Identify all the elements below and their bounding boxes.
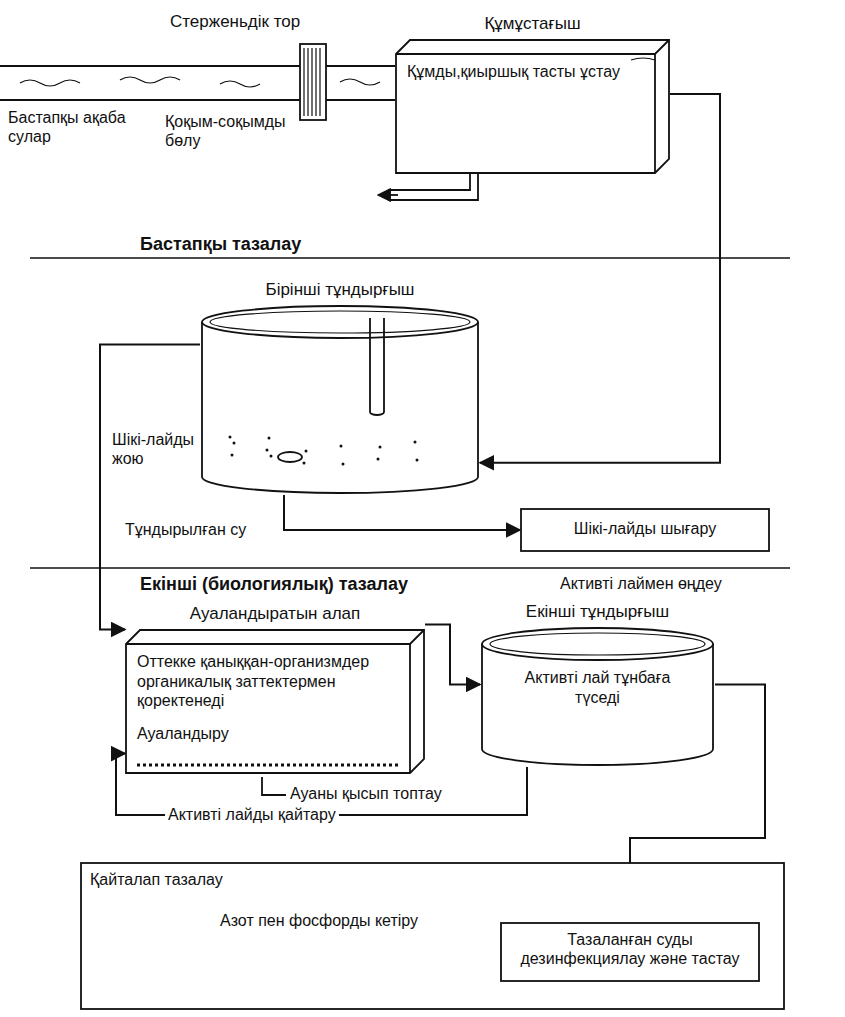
particle bbox=[377, 458, 380, 461]
aerator-bar bbox=[137, 764, 399, 767]
wave bbox=[631, 58, 655, 60]
bar-screen bbox=[300, 44, 326, 120]
pipe-connector bbox=[284, 495, 520, 530]
particle bbox=[379, 446, 382, 449]
particle bbox=[233, 442, 236, 445]
outline-group bbox=[396, 40, 669, 173]
part-name: Стерженьдік тор bbox=[170, 12, 340, 32]
note: Шікі-лайды жою bbox=[112, 430, 197, 468]
note: Ауаны қысып топтау bbox=[290, 784, 470, 803]
section-heading: Екінші (биологиялық) тазалау bbox=[140, 574, 470, 596]
box-outline bbox=[501, 923, 759, 981]
tertiary-box: Қайталап тазалауАзот пен фосфорды кетіру… bbox=[80, 862, 785, 1010]
node-outline bbox=[395, 14, 670, 174]
node-text: Азот пен фосфорды кетіру bbox=[80, 897, 450, 930]
particle bbox=[414, 441, 417, 444]
particle bbox=[416, 459, 419, 462]
node-outline bbox=[200, 280, 480, 495]
node-text: Оттекке қаныққан-организмдер органикалық… bbox=[125, 628, 425, 714]
aeration-tank: Ауаландыратын алапОттекке қаныққан-орган… bbox=[125, 604, 425, 774]
box-outline bbox=[81, 863, 784, 1009]
primary-clarifier: Бірінші тұндырғыш bbox=[200, 280, 480, 495]
sludge-outlet bbox=[278, 452, 302, 462]
inflow-label: Бастапқы ақаба сулар bbox=[8, 108, 138, 146]
centre-pipe bbox=[370, 318, 384, 415]
pipe-connector bbox=[480, 94, 720, 463]
outline-group bbox=[81, 863, 784, 1009]
screen-bars bbox=[304, 48, 320, 116]
outline-group bbox=[501, 923, 759, 981]
sand-trap: ҚұмұстағышҚұмды,қиыршық тасты ұстау bbox=[395, 14, 670, 174]
node-text: Шікі-лайды шығару bbox=[520, 508, 770, 549]
section-heading: Бастапқы тазалау bbox=[140, 234, 440, 256]
particle bbox=[268, 437, 271, 440]
inflow-pipe bbox=[0, 66, 395, 100]
note: Активті лаймен өңдеу bbox=[560, 574, 790, 593]
edge-label: Тұндырылған су bbox=[122, 520, 249, 539]
tank-rim bbox=[202, 306, 478, 338]
section-line bbox=[30, 567, 790, 568]
part-name: Қоқым-соқымды бөлу bbox=[165, 112, 300, 150]
node-text: Құмды,қиыршық тасты ұстау bbox=[395, 38, 670, 89]
sludge-box: Шікі-лайды шығару bbox=[520, 508, 770, 552]
tank-edges bbox=[396, 40, 669, 173]
tank-rim-inner bbox=[210, 311, 470, 333]
tank-rim-inner bbox=[490, 633, 705, 655]
particle bbox=[340, 445, 343, 448]
node-heading: Құмұстағыш bbox=[395, 14, 670, 38]
secondary-clarifier: Екінші тұндырғышАктивті лай тұнбаға түсе… bbox=[480, 602, 715, 767]
edge-label: Активті лайды қайтару bbox=[165, 805, 339, 824]
particle bbox=[305, 450, 308, 453]
particle bbox=[229, 436, 232, 439]
grit-outlet bbox=[388, 174, 478, 200]
node-text: Қайталап тазалау bbox=[80, 862, 785, 897]
pipe-connector bbox=[630, 685, 765, 923]
node-text: Ауаландыру bbox=[125, 714, 425, 743]
outline-group bbox=[521, 509, 769, 551]
particle bbox=[303, 462, 306, 465]
tank-wall bbox=[202, 322, 478, 493]
tank-outline bbox=[396, 40, 669, 173]
air-line bbox=[262, 777, 286, 795]
box-outline bbox=[521, 509, 769, 551]
node-heading: Екінші тұндырғыш bbox=[480, 602, 715, 626]
node-text: Тазаланған суды дезинфекциялау және таст… bbox=[500, 922, 760, 976]
disinfection-box: Тазаланған суды дезинфекциялау және таст… bbox=[500, 922, 760, 982]
node-heading: Бірінші тұндырғыш bbox=[200, 280, 480, 304]
outline-group bbox=[202, 306, 478, 493]
pipe-connector bbox=[425, 624, 480, 684]
node-heading: Ауаландыратын алап bbox=[125, 604, 425, 628]
grit-arrow bbox=[378, 194, 398, 196]
particle bbox=[270, 455, 273, 458]
particle bbox=[342, 463, 345, 466]
node-text: Активті лай тұнбаға түседі bbox=[480, 626, 715, 714]
particle bbox=[231, 454, 234, 457]
tank-rim bbox=[482, 628, 713, 660]
section-line bbox=[30, 257, 790, 258]
particle bbox=[266, 449, 269, 452]
